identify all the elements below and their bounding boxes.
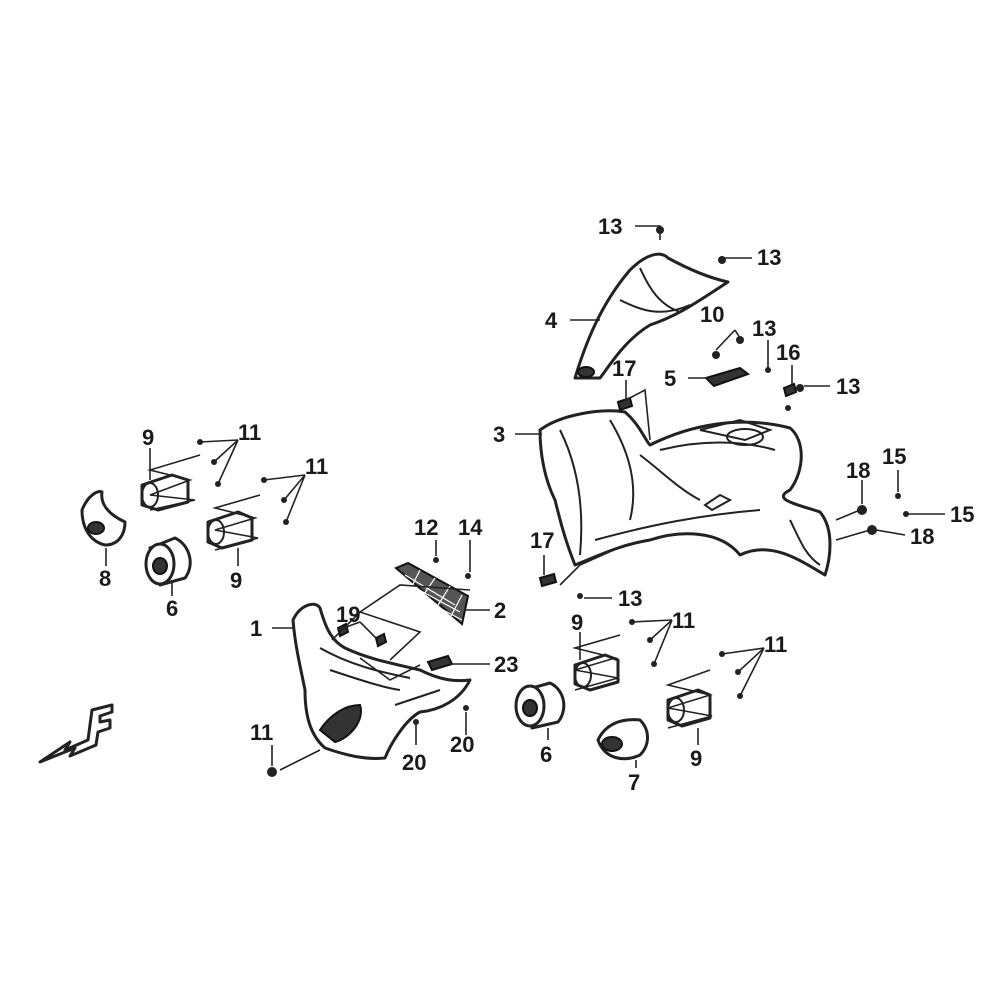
callout-8: 8 xyxy=(99,566,111,591)
callout-11: 11 xyxy=(238,420,261,445)
callout-19: 18 xyxy=(846,458,870,483)
callout-5: 5 xyxy=(664,366,676,391)
part-6-lens-left xyxy=(144,536,192,587)
part-6-lens-right xyxy=(514,681,566,730)
leader-lines xyxy=(105,225,945,771)
callout-11: 11 xyxy=(305,454,328,479)
callout-11: 11 xyxy=(764,632,787,657)
callout-17: 16 xyxy=(776,340,800,365)
callout-15: 14 xyxy=(458,515,483,540)
callout-9: 9 xyxy=(142,425,154,450)
callout-13: 12 xyxy=(414,515,438,540)
part-1-front-panel xyxy=(291,602,472,760)
part-7-headlight-housing-right xyxy=(596,718,649,761)
callout-14: 13 xyxy=(836,374,860,399)
callout-6: 6 xyxy=(166,596,178,621)
callout-6: 6 xyxy=(540,742,552,767)
callout-23: 23 xyxy=(494,652,518,677)
direction-marker: F xyxy=(38,703,114,764)
part-9-socket-a xyxy=(140,473,190,512)
part-9-socket-d xyxy=(666,688,712,728)
callout-16: 15 xyxy=(950,502,974,527)
callout-9: 9 xyxy=(230,568,242,593)
callout-16: 15 xyxy=(882,444,906,469)
callout-22: 20 xyxy=(402,750,426,775)
part-9-socket-b xyxy=(206,510,254,550)
callout-labels: 13 13 4 10 13 16 13 5 17 3 17 13 18 15 1… xyxy=(99,214,974,795)
callout-14: 13 xyxy=(598,214,622,239)
callout-9: 9 xyxy=(690,746,702,771)
callout-12: 11 xyxy=(250,720,273,745)
callout-11: 11 xyxy=(672,608,695,633)
part-8-headlight-housing-left xyxy=(80,490,127,547)
callout-3: 3 xyxy=(493,422,505,447)
part-5-bracket xyxy=(704,336,751,388)
part-2-mesh-grille xyxy=(394,561,470,626)
callout-2: 2 xyxy=(494,598,506,623)
callout-19: 18 xyxy=(910,524,934,549)
callout-14: 13 xyxy=(757,245,781,270)
part-4-upper-cowl xyxy=(573,252,730,380)
callout-18: 17 xyxy=(612,356,636,381)
callout-1: 1 xyxy=(250,616,262,641)
callout-20: 19 xyxy=(336,602,360,627)
callout-22: 20 xyxy=(450,732,474,757)
callout-7: 7 xyxy=(628,770,640,795)
callout-18: 17 xyxy=(530,528,554,553)
callout-14: 13 xyxy=(618,586,642,611)
callout-4: 4 xyxy=(545,308,558,333)
callout-9: 9 xyxy=(571,610,583,635)
callout-10: 10 xyxy=(700,302,724,327)
part-3-front-fender xyxy=(538,409,832,577)
callout-14: 13 xyxy=(752,316,776,341)
